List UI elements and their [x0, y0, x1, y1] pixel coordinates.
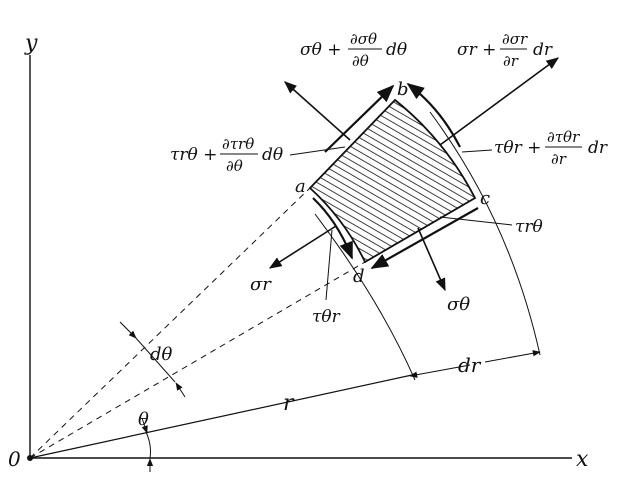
radial-line-upper: [29, 187, 311, 459]
radial-line-lower: [29, 261, 366, 459]
label-sigma-theta-top: σθ + ∂σθ ∂θ dθ: [300, 30, 407, 70]
radius-line: [29, 374, 413, 459]
leader-tau-rtheta-bottom: [439, 216, 513, 226]
theta-label: θ: [138, 409, 149, 430]
shear-arrows: [312, 82, 479, 269]
axes: y x 0: [8, 31, 589, 472]
theta-arc: [145, 431, 151, 459]
arc-guides: [314, 111, 541, 381]
y-axis-label: y: [24, 31, 38, 56]
shear-top-left-edge: [324, 84, 395, 153]
stress-element: a b c d: [295, 79, 490, 287]
outer-arc: [429, 111, 541, 356]
sigma-theta-bottom-arrow: [417, 227, 446, 292]
origin-label: 0: [8, 447, 21, 471]
label-sigma-r-right: σr + ∂σr ∂r dr: [457, 30, 553, 70]
tau-thetar-right-main: τθr +: [494, 138, 541, 158]
leader-tau-rtheta-left: [289, 146, 346, 156]
angle-markers: θ dθ: [119, 321, 186, 472]
tau-thetar-right-tail: dr: [588, 138, 608, 158]
theta-arrow-top: [141, 417, 148, 434]
sigma-r-right-den: ∂r: [503, 52, 519, 70]
corner-b: b: [397, 79, 409, 100]
dtheta-arc: [134, 336, 176, 383]
label-tau-rtheta-bottom: τrθ: [515, 217, 543, 237]
sigma-theta-top-den: ∂θ: [352, 52, 369, 70]
sigma-r-right-main: σr +: [457, 40, 496, 60]
sigma-r-left-arrow: [268, 225, 337, 269]
tau-rtheta-left-main: τrθ +: [170, 145, 217, 165]
normal-stress-arrows: [268, 57, 560, 292]
r-label: r: [283, 391, 295, 416]
tau-rtheta-left-tail: dθ: [262, 145, 283, 165]
shear-bottom-left-edge: [312, 197, 354, 260]
shear-top-right-edge: [406, 82, 461, 148]
sigma-theta-top-arrow: [284, 81, 351, 141]
label-tau-rtheta-left: τrθ + ∂τrθ ∂θ dθ: [170, 135, 283, 175]
label-sigma-theta-bottom: σθ: [447, 294, 470, 315]
dr-dimension: dr r: [283, 350, 541, 416]
corner-a: a: [295, 176, 306, 197]
dtheta-arrow-top: [119, 321, 137, 339]
leader-lines: [289, 146, 513, 301]
dtheta-arrow-bottom: [175, 382, 186, 398]
leader-tau-thetar-bottom: [325, 229, 333, 301]
inner-arc: [314, 213, 416, 381]
sigma-theta-top-tail: dθ: [386, 40, 407, 60]
dtheta-label: dθ: [150, 344, 173, 365]
dr-arrow-left: [409, 364, 471, 378]
dr-arrow-right: [484, 350, 541, 363]
sigma-theta-top-main: σθ +: [300, 40, 342, 60]
radial-dashed-lines: [29, 187, 366, 459]
sigma-theta-top-num: ∂σθ: [350, 30, 377, 48]
tau-rtheta-left-num: ∂τrθ: [222, 135, 254, 153]
shear-bottom-right-edge: [370, 207, 479, 269]
tau-thetar-right-num: ∂τθr: [547, 128, 580, 146]
x-axis-label: x: [576, 447, 589, 472]
hatched-element: [308, 98, 477, 264]
corner-d: d: [353, 266, 365, 287]
sigma-r-right-num: ∂σr: [502, 30, 528, 48]
tau-rtheta-left-den: ∂θ: [226, 157, 243, 175]
corner-c: c: [480, 188, 490, 209]
label-sigma-r-left: σr: [250, 274, 272, 295]
tau-thetar-right-den: ∂r: [551, 150, 567, 168]
sigma-r-right-arrow: [439, 57, 560, 146]
leader-tau-thetar-right: [461, 149, 493, 153]
sigma-r-right-tail: dr: [533, 40, 553, 60]
dr-label: dr: [458, 353, 482, 377]
label-tau-thetar-bottom: τθr: [312, 307, 341, 327]
label-tau-thetar-right: τθr + ∂τθr ∂r dr: [494, 128, 608, 168]
